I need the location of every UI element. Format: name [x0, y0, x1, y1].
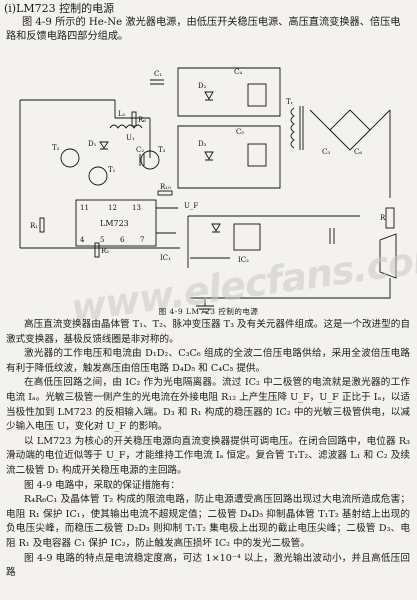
label-ic-name: LM723	[100, 219, 129, 228]
intro-paragraph: 图 4-9 所示的 He-Ne 激光器电源，由低压开关稳压电源、高压直流变换器、…	[6, 17, 401, 42]
label-r2: R₂	[101, 247, 109, 255]
label-d3: D₃	[198, 140, 207, 148]
resistor-r10	[157, 190, 173, 196]
label-d2: D₂	[198, 82, 207, 90]
capacitor-c1	[150, 79, 164, 85]
transistor-t3	[140, 150, 160, 170]
paragraph: 以 LM723 为核心的开关稳压电源向直流变换器提供可调电压。在闭合回路中，电位…	[6, 435, 410, 476]
paragraph: 激光器的工作电压和电流由 D₁D₂、C₃C₆ 组成的全波二倍压电路供给，采用全波…	[6, 348, 410, 374]
resistor-r2	[94, 242, 100, 258]
label-d1: D₁	[88, 140, 97, 148]
label-c5: C₅	[236, 128, 244, 136]
label-tr: Tᵣ	[286, 98, 294, 106]
pin-12: 12	[108, 204, 117, 212]
transistor-t1	[88, 166, 108, 186]
paragraph: 图 4-9 电路的特点是电流稳定度高，可达 1×10⁻⁴ 以上，激光输出波动小，…	[6, 552, 410, 579]
paragraph: R₄R₆C₁ 及晶体管 T₂ 构成的限流电路，防止电源遭受高压回路出现过大电流所…	[6, 494, 410, 549]
label-c2: C₂	[136, 146, 144, 154]
label-c4: C₄	[234, 68, 242, 76]
inductor-l1	[109, 124, 143, 129]
resistor-r1	[39, 217, 45, 233]
section-heading: (i)LM723 控制的电源	[4, 2, 115, 15]
circuit-schematic: L₁ U₁ T₂ T₁ T₃ R₆ R₁₀ R₁ R₂ D₁ C₂ C₁ LM7…	[19, 67, 397, 313]
label-t1: T₁	[108, 166, 116, 174]
label-t2: T₂	[52, 144, 60, 152]
pin-6: 6	[120, 236, 125, 244]
label-c1: C₁	[154, 70, 162, 78]
multiplier-ladder	[309, 109, 391, 131]
paragraph: 高压直流变换器由晶体管 T₁、T₂、脉冲变压器 T₃ 及有关元器件组成。这是一个…	[6, 319, 410, 345]
ic-lm723	[75, 199, 157, 247]
upper-drive-block	[177, 67, 281, 117]
label-l1: L₁	[118, 110, 126, 118]
pin-5: 5	[100, 236, 104, 244]
transistor-t2	[60, 148, 80, 168]
resistor-r	[385, 207, 395, 229]
label-uf: U_F	[184, 202, 198, 210]
body-text: 高压直流变换器由晶体管 T₁、T₂、脉冲变压器 T₃ 及有关元器件组成。这是一个…	[6, 318, 410, 581]
lower-drive-block	[177, 125, 281, 189]
pin-4: 4	[80, 236, 85, 244]
diode-d1	[99, 141, 109, 150]
pin-13: 13	[132, 204, 141, 212]
laser-tube	[379, 233, 397, 279]
diode-opto	[211, 223, 221, 233]
label-r10: R₁₀	[160, 183, 171, 191]
label-t3: T₃	[158, 146, 166, 154]
label-c3: C₃	[322, 148, 330, 156]
ic2-optocoupler	[233, 223, 261, 251]
label-r: R	[380, 214, 386, 222]
paragraph: 在高低压回路之间，由 IC₂ 作为光电隔离器。流过 IC₂ 中二极管的电流就是激…	[6, 377, 410, 433]
paragraph: 图 4-9 电路中，采取的保证措施有：	[24, 479, 180, 491]
label-c6: C₆	[354, 148, 362, 156]
capacitor-c2	[139, 154, 145, 166]
resistor-r6	[131, 111, 137, 127]
label-u1: U₁	[126, 134, 135, 142]
label-r1: R₁	[30, 222, 38, 230]
figure-caption: 图 4-9 LM723 控制的电源	[158, 307, 259, 316]
pin-7: 7	[140, 236, 144, 244]
transformer-tr	[290, 107, 295, 149]
label-r6: R₆	[138, 116, 146, 124]
label-ic1: IC₁	[160, 254, 171, 262]
label-ic2: IC₂	[238, 256, 249, 264]
pin-11: 11	[80, 204, 89, 212]
